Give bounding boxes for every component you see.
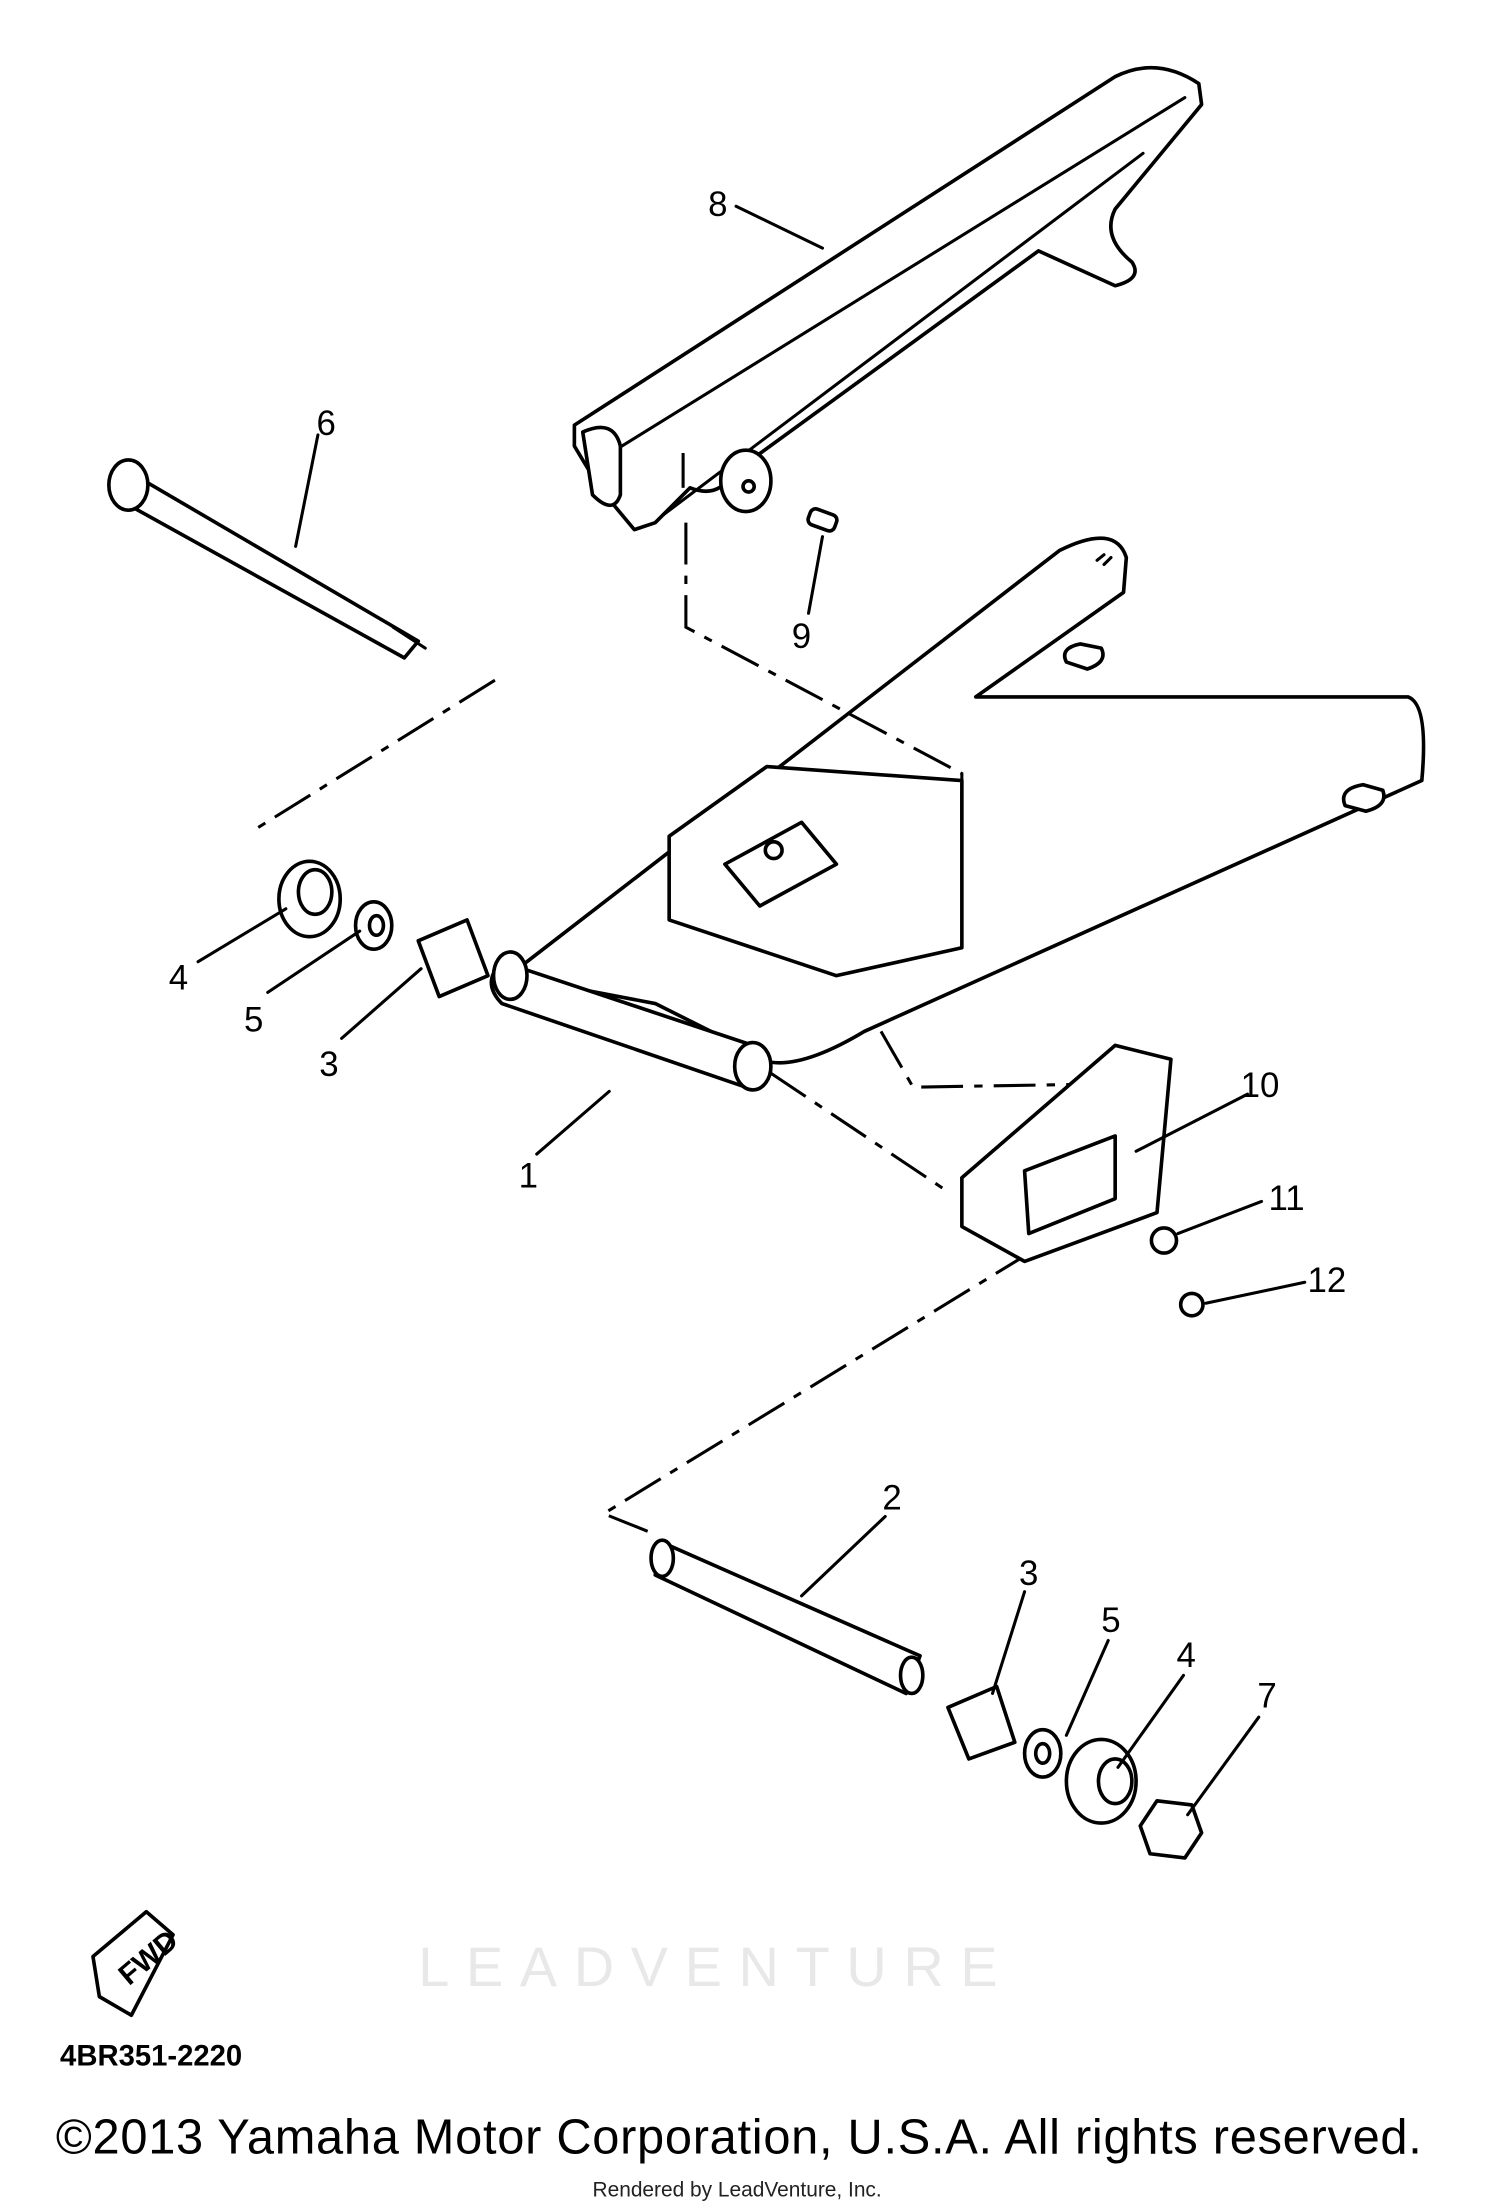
callout-2: 2	[882, 1478, 901, 1517]
rendered-by-text: Rendered by LeadVenture, Inc.	[593, 2179, 882, 2202]
watermark-text: LEADVENTURE	[418, 1936, 1014, 1998]
callout-6: 6	[317, 404, 336, 443]
callout-7: 7	[1257, 1676, 1276, 1715]
callout-3a: 3	[319, 1045, 338, 1084]
diagram-code: 4BR351-2220	[60, 2041, 242, 2073]
pivot-shaft-part	[107, 458, 427, 660]
callout-3b: 3	[1019, 1554, 1038, 1593]
callout-9: 9	[792, 617, 811, 656]
callout-11: 11	[1268, 1179, 1304, 1218]
callout-4b: 4	[1177, 1636, 1196, 1675]
bearing-3-left-part	[416, 918, 490, 999]
copyright-text: ©2013 Yamaha Motor Corporation, U.S.A. A…	[56, 2110, 1422, 2164]
swingarm-part	[489, 536, 1426, 1092]
bolt-9-part	[806, 507, 839, 533]
callout-8: 8	[708, 185, 727, 224]
bearing-3-right-part	[946, 1684, 1017, 1761]
collar-11-part	[1149, 1226, 1179, 1255]
callout-5a: 5	[244, 1000, 263, 1039]
bolt-12-part	[1178, 1291, 1205, 1318]
chain-case-part	[572, 65, 1204, 532]
callout-1: 1	[519, 1157, 538, 1196]
callout-10: 10	[1241, 1066, 1280, 1105]
callout-4a: 4	[169, 959, 188, 998]
callout-leaders	[196, 204, 1307, 1817]
callout-5b: 5	[1101, 1601, 1120, 1640]
chain-puller-part	[960, 1043, 1173, 1264]
callout-12: 12	[1308, 1261, 1347, 1300]
fwd-arrow-icon: FWD	[91, 1909, 184, 2018]
pivot-shaft-2-part	[653, 1542, 922, 1696]
